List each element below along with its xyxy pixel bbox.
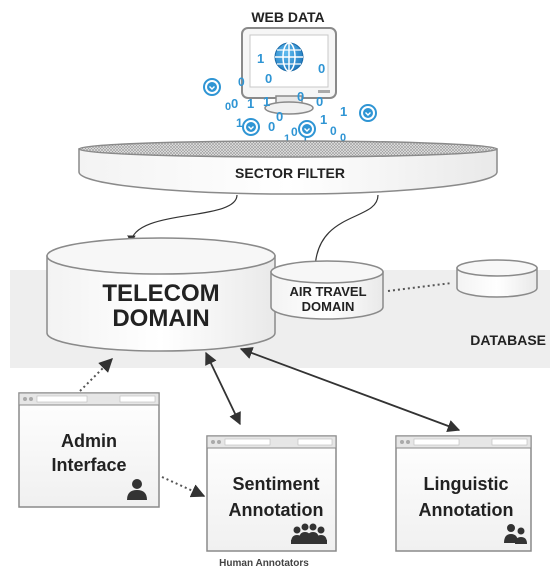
sentiment-annotation-line1: Sentiment: [232, 474, 319, 494]
binary-digit: 1: [320, 112, 327, 127]
binary-digit: 0: [231, 96, 238, 111]
linguistic-annotation-line2: Annotation: [419, 500, 514, 520]
admin-interface-line2: Interface: [51, 455, 126, 475]
binary-digit: 1: [257, 51, 264, 66]
admin-to-sentiment-arrow: [161, 476, 206, 498]
binary-digits: 1 0 0 0 0 1 1 0 0 1 0 1 1 0 0 0 1 0 1 0: [225, 51, 347, 145]
binary-digit: 1: [340, 104, 347, 119]
linguistic-annotation-line1: Linguistic: [424, 474, 509, 494]
pair-icon: [504, 524, 527, 544]
binary-digit: 0: [265, 71, 272, 86]
sentiment-annotation-line2: Annotation: [229, 500, 324, 520]
binary-digit: 0: [238, 75, 245, 89]
check-badge-icon: [298, 120, 316, 138]
check-badge-icon: [203, 78, 221, 96]
binary-digit: 0: [318, 61, 325, 76]
telecom-domain-cylinder: TELECOM DOMAIN: [46, 237, 276, 352]
person-icon: [127, 479, 147, 500]
sector-filter-label: SECTOR FILTER: [235, 165, 345, 181]
group-icon: [291, 523, 327, 544]
human-annotators-caption: Human Annotators: [219, 558, 309, 569]
binary-digit: 1: [236, 116, 243, 130]
admin-interface-window: Admin Interface: [18, 392, 160, 508]
binary-digit: 1: [247, 96, 254, 111]
telecom-domain-line1: TELECOM: [102, 280, 219, 307]
binary-digit: 0: [297, 89, 304, 104]
binary-digit: 0: [316, 94, 323, 109]
filter-to-air-travel-arrow: [310, 194, 379, 271]
web-badge-icons: [203, 78, 377, 138]
air-travel-domain-line1: AIR TRAVEL: [289, 284, 366, 299]
binary-digit: 0: [291, 125, 298, 139]
filter-to-telecom-arrow: [127, 194, 238, 244]
air-travel-domain-line2: DOMAIN: [302, 299, 355, 314]
binary-digit: 0: [340, 132, 346, 144]
binary-digit: 0: [225, 101, 231, 113]
binary-digit: 1: [302, 133, 308, 145]
telecom-linguistic-arrow: [239, 347, 461, 432]
database-label: DATABASE: [470, 332, 546, 348]
web-data-title: WEB DATA: [251, 9, 324, 25]
sector-filter: SECTOR FILTER: [78, 140, 498, 195]
air-travel-domain-cylinder: AIR TRAVEL DOMAIN: [270, 260, 384, 320]
admin-interface-line1: Admin: [61, 431, 117, 451]
check-badge-icon: [359, 104, 377, 122]
telecom-domain-line2: DOMAIN: [112, 305, 209, 332]
linguistic-annotation-window: Linguistic Annotation: [395, 435, 532, 552]
sentiment-annotation-window: Sentiment Annotation: [206, 435, 337, 552]
binary-digit: 0: [330, 124, 337, 138]
binary-digit: 0: [276, 109, 283, 124]
check-badge-icon: [242, 118, 260, 136]
globe-icon: [274, 42, 304, 72]
binary-digit: 0: [268, 119, 275, 134]
additional-domain-cylinder: [456, 259, 538, 298]
binary-digit: 1: [263, 94, 270, 109]
dotted-connector: [387, 282, 453, 292]
binary-digit: 1: [284, 133, 290, 145]
telecom-sentiment-arrow: [205, 351, 241, 426]
